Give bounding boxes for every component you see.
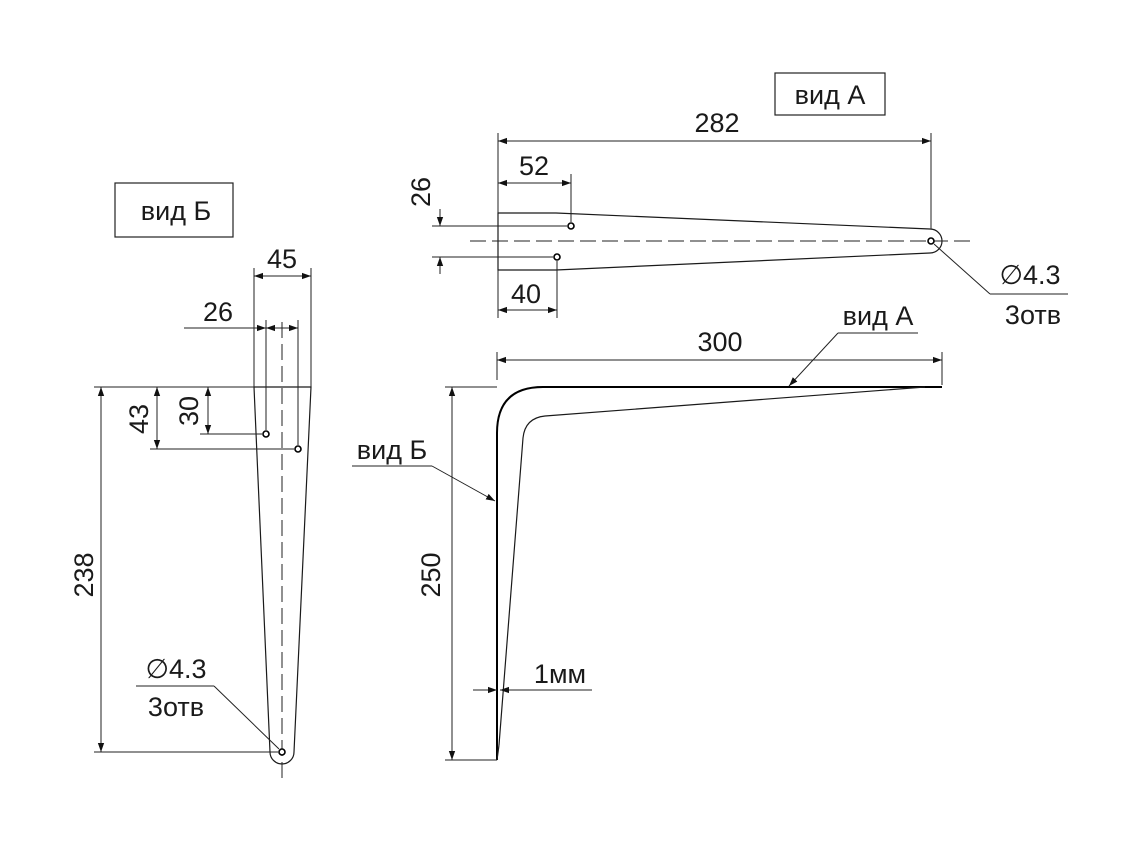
view-a: вид А 282 52 26 40 ∅4.3 3отв (406, 72, 1068, 330)
callout-view-a: вид А (843, 301, 914, 331)
callout-view-b: вид Б (357, 435, 427, 465)
view-b-dim-30: 30 (174, 396, 204, 426)
view-b: вид Б 45 26 30 43 238 (69, 182, 312, 778)
view-a-arm-outline (497, 212, 943, 271)
view-a-hole-2 (553, 253, 561, 261)
view-a-hole-1 (567, 222, 575, 230)
view-a-dim-40: 40 (511, 279, 541, 309)
view-b-hole-count: 3отв (148, 692, 204, 722)
view-a-hole-3 (927, 237, 935, 245)
view-a-dim-52: 52 (519, 151, 549, 181)
view-a-hole-count: 3отв (1005, 300, 1061, 330)
view-b-hole-leader (213, 685, 280, 750)
view-a-title-box (774, 72, 886, 116)
main-dim-thickness: 1мм (534, 659, 586, 689)
view-b-hole-diameter: ∅4.3 (145, 654, 206, 684)
view-a-hole-diameter: ∅4.3 (999, 260, 1060, 290)
callout-view-b-leader (431, 465, 496, 502)
view-b-title-box (114, 182, 234, 238)
view-a-dim-282: 282 (694, 108, 739, 138)
bracket-outer-edge (496, 386, 942, 760)
main-view: 300 250 1мм вид А вид Б (352, 301, 943, 761)
view-b-title: вид Б (141, 196, 211, 226)
bracket-inner-edge (498, 386, 926, 746)
view-b-dim-26: 26 (203, 297, 233, 327)
view-b-hole-1 (262, 430, 270, 438)
view-a-dim-26: 26 (406, 177, 436, 207)
view-a-hole-leader (933, 243, 991, 295)
main-dim-250: 250 (416, 552, 446, 597)
view-a-title: вид А (795, 80, 866, 110)
main-dim-300: 300 (697, 327, 742, 357)
view-b-hole-2 (294, 445, 302, 453)
view-b-dim-43: 43 (124, 404, 154, 434)
view-b-dim-45: 45 (267, 244, 297, 274)
view-b-leg-outline (253, 386, 312, 765)
view-b-dim-238: 238 (69, 552, 99, 597)
view-b-hole-3 (278, 748, 286, 756)
callout-view-a-leader (788, 332, 839, 387)
